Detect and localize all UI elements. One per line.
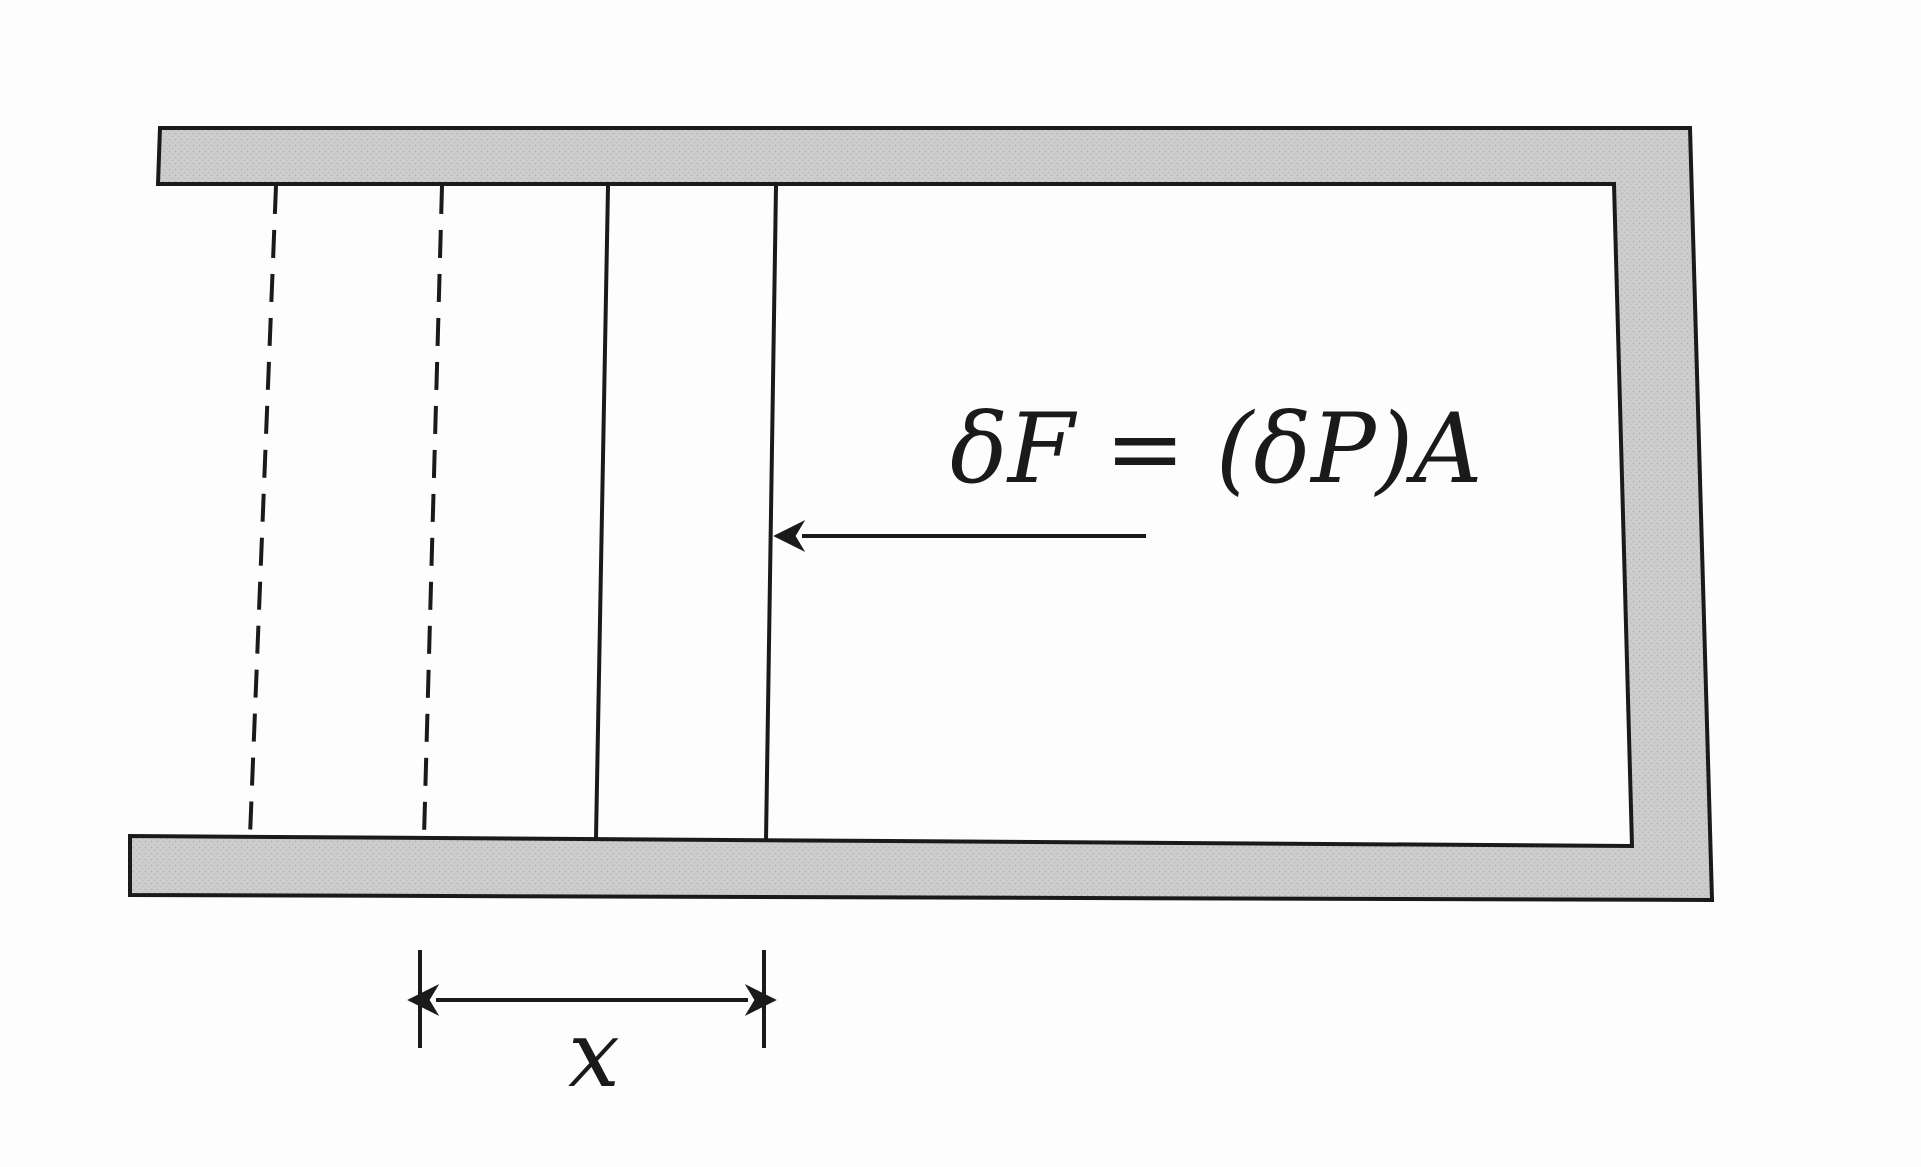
dashed-piston-position-2	[422, 185, 444, 838]
dashed-piston-position-1	[248, 185, 278, 837]
cylinder-wall	[128, 126, 1715, 903]
piston-face-left	[594, 185, 610, 839]
displacement-label: x	[568, 1001, 620, 1108]
piston-face-right	[764, 185, 778, 841]
force-label: δF = (δP)A	[950, 393, 1483, 505]
